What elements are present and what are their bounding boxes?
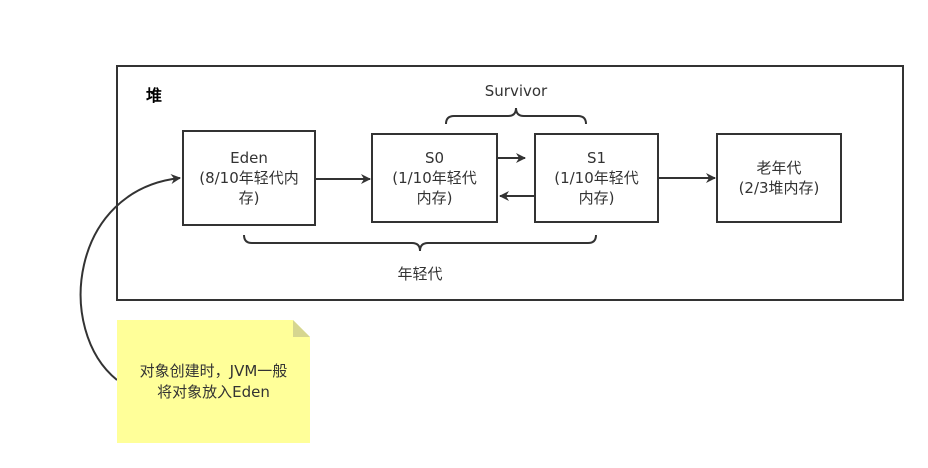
heap-title: 堆 bbox=[146, 86, 163, 105]
s0-size-label: (1/10年轻代 bbox=[392, 169, 477, 187]
heap-container bbox=[116, 65, 904, 301]
sticky-note: 对象创建时，JVM一般 将对象放入Eden bbox=[117, 320, 310, 443]
young-generation-brace bbox=[243, 234, 597, 252]
s1-size-label-cont: 内存) bbox=[578, 189, 615, 207]
s0-size-label-cont: 内存) bbox=[416, 189, 453, 207]
s1-label: S1 bbox=[586, 149, 607, 167]
old-generation-label: 老年代 bbox=[756, 159, 802, 177]
eden-label: Eden bbox=[230, 149, 268, 167]
eden-size-label-cont: 存) bbox=[238, 189, 260, 207]
eden-size-label: (8/10年轻代内 bbox=[199, 169, 299, 187]
note-line-1: 对象创建时，JVM一般 bbox=[139, 361, 288, 380]
old-generation-size-label: (2/3堆内存) bbox=[738, 179, 820, 197]
survivor-label: Survivor bbox=[484, 82, 548, 100]
arrow-note-to-eden bbox=[79, 174, 181, 381]
note-line-2: 将对象放入Eden bbox=[157, 382, 270, 401]
s0-box: S0 (1/10年轻代 内存) bbox=[371, 133, 498, 223]
young-generation-label: 年轻代 bbox=[397, 265, 443, 283]
s1-size-label: (1/10年轻代 bbox=[554, 169, 639, 187]
s0-label: S0 bbox=[424, 149, 445, 167]
survivor-brace bbox=[445, 107, 587, 125]
old-generation-box: 老年代 (2/3堆内存) bbox=[716, 133, 842, 223]
s1-box: S1 (1/10年轻代 内存) bbox=[534, 133, 659, 223]
eden-box: Eden (8/10年轻代内 存) bbox=[182, 130, 316, 226]
